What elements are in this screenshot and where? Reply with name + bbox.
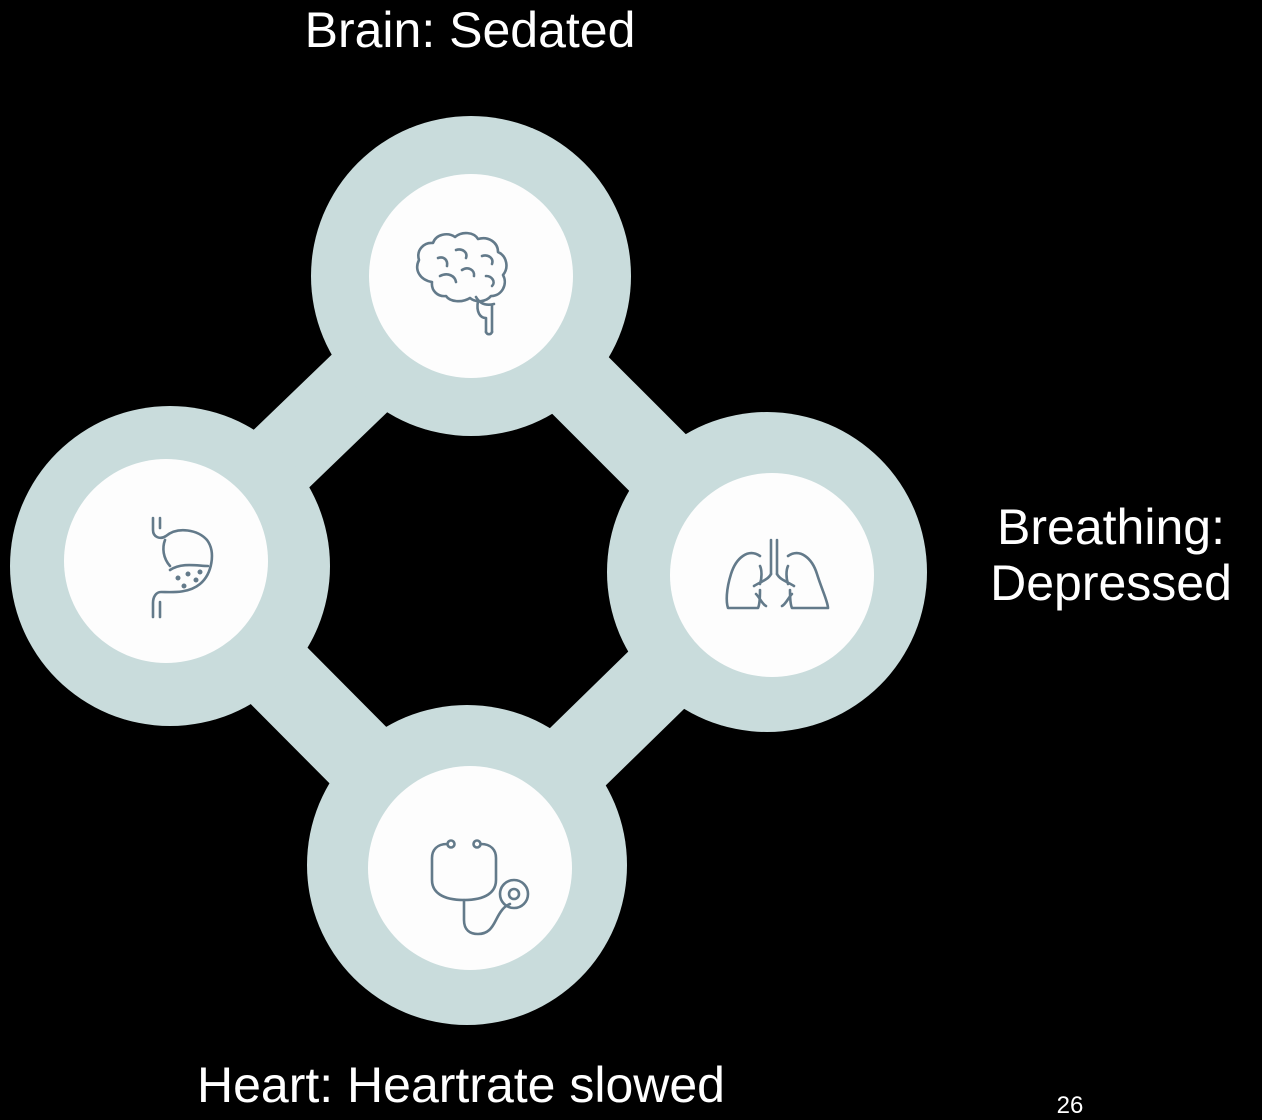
node-brain	[311, 116, 631, 436]
node-heart	[307, 705, 627, 1025]
breathing-label-line2: Depressed	[990, 555, 1232, 611]
node-lungs-inner	[670, 473, 874, 677]
node-stomach	[10, 406, 330, 726]
node-brain-inner	[369, 174, 573, 378]
brain-icon	[415, 231, 508, 336]
stomach-icon	[151, 516, 214, 619]
heart-label: Heart: Heartrate slowed	[196, 1057, 725, 1113]
node-heart-inner	[368, 766, 572, 970]
node-lungs	[607, 412, 927, 732]
page-number: 26	[1056, 1092, 1084, 1119]
brain-label: Brain: Sedated	[304, 2, 636, 58]
lungs-icon	[725, 538, 830, 610]
breathing-label-line1: Breathing:	[997, 499, 1225, 555]
breathing-label: Breathing: Depressed	[960, 499, 1262, 611]
stethoscope-icon	[430, 839, 530, 936]
